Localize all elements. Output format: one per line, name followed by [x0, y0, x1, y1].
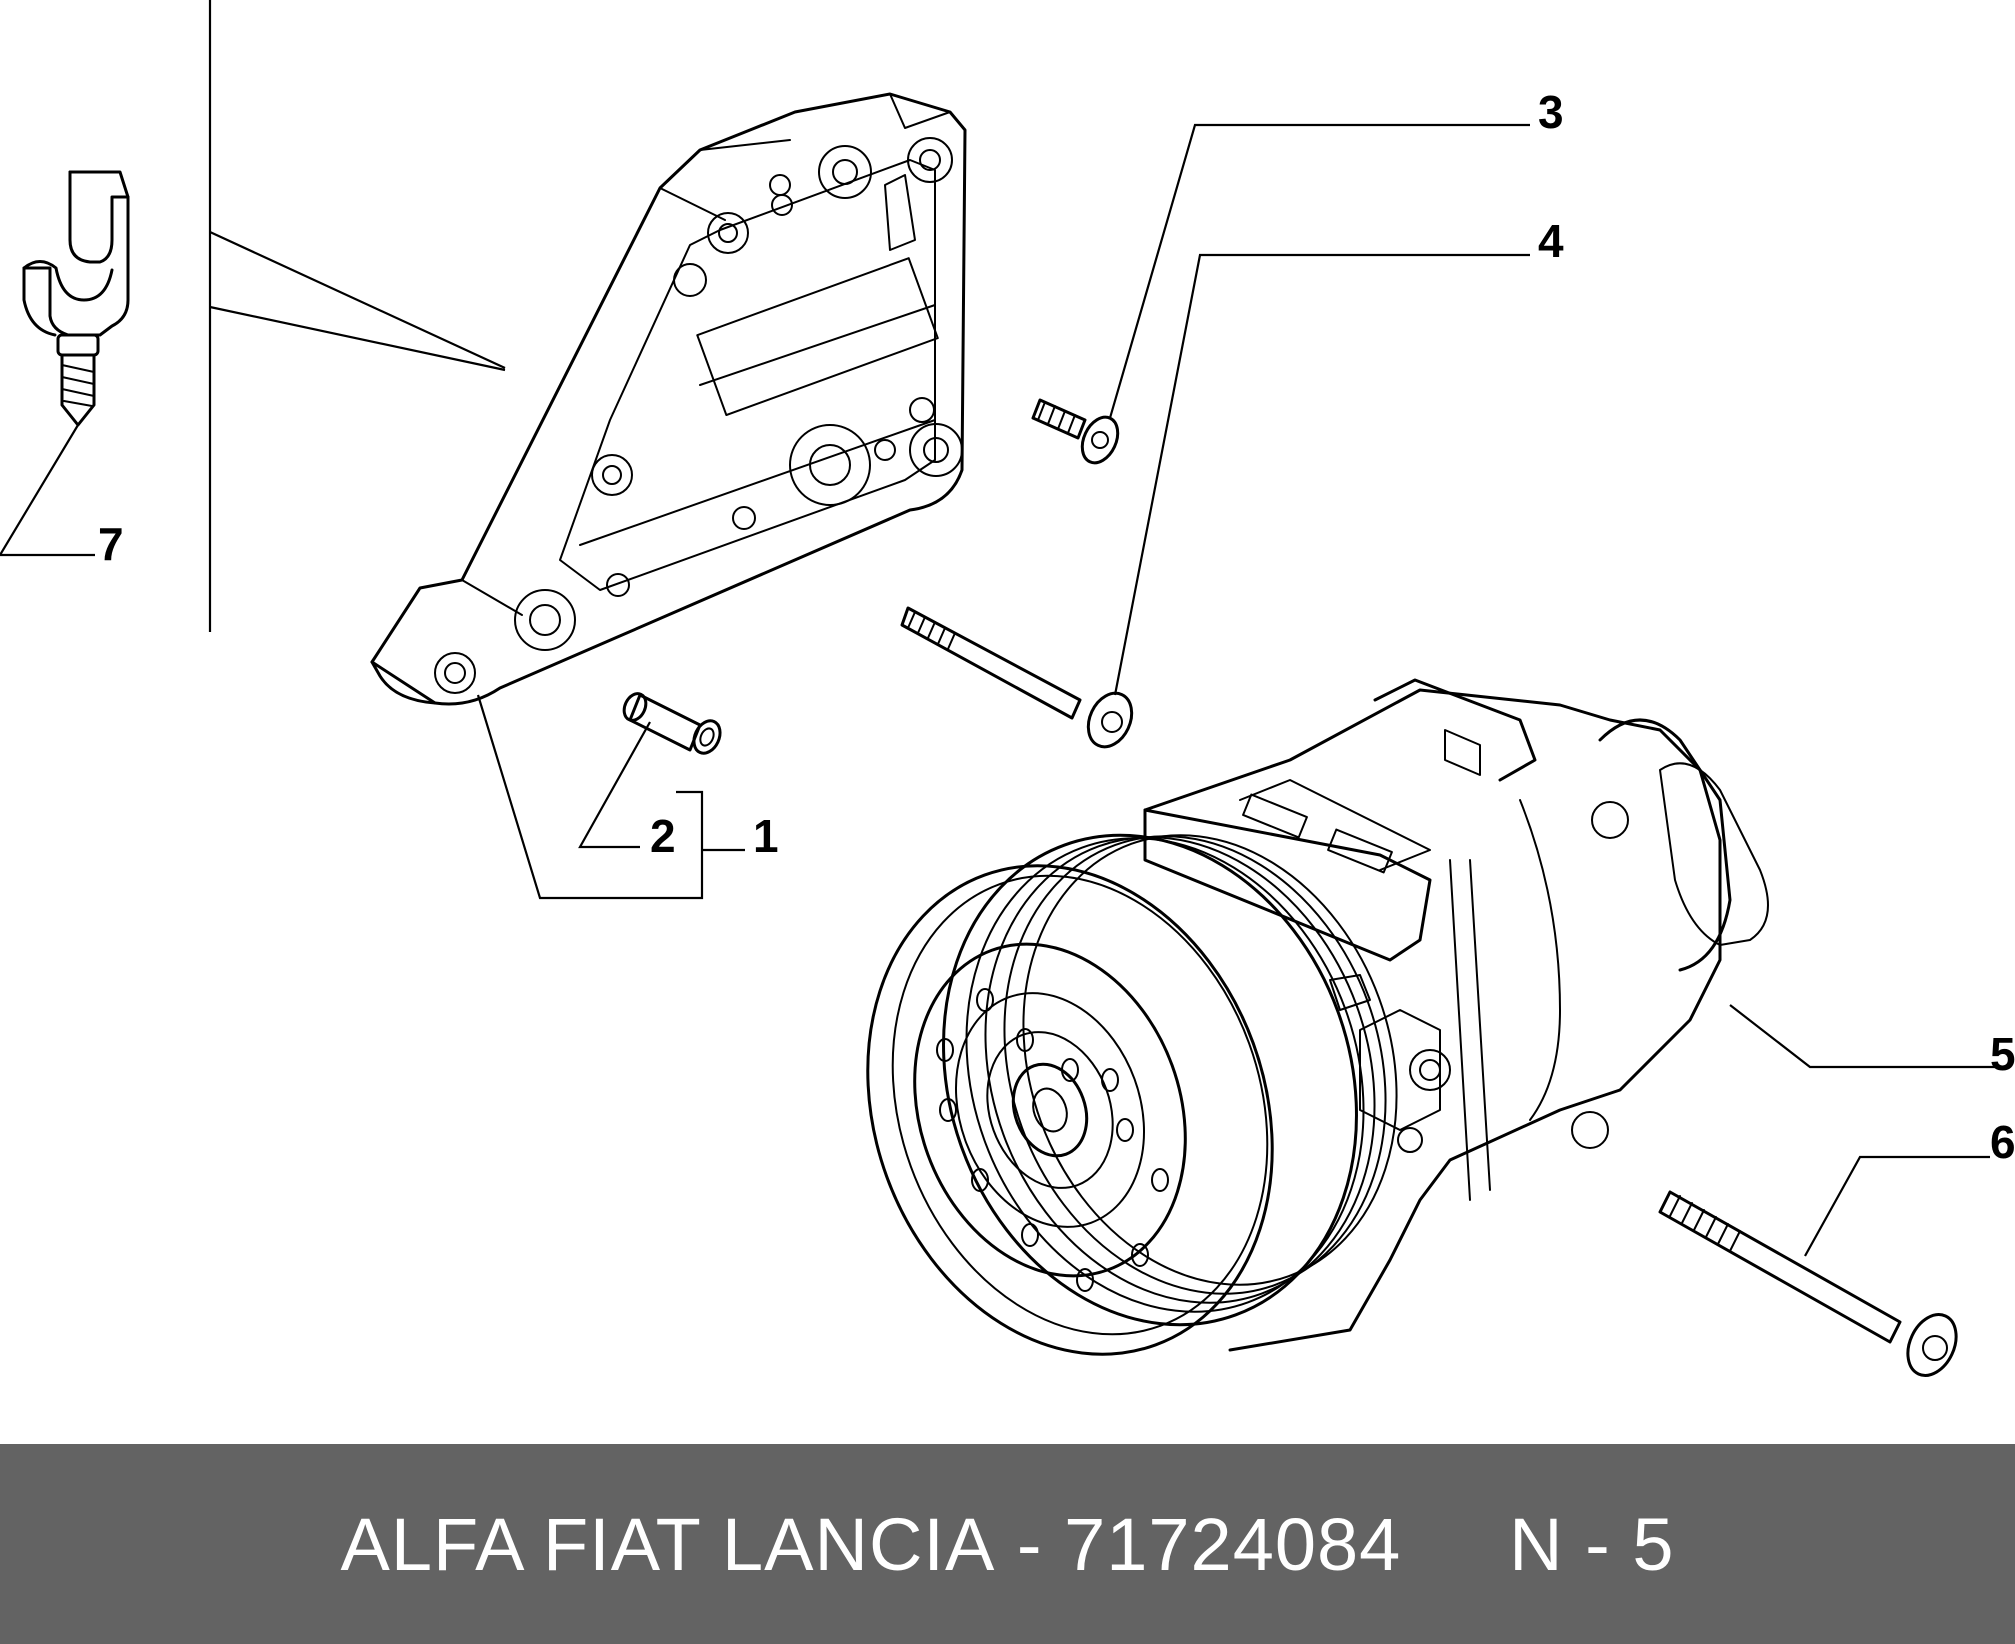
- callout-7: 7: [98, 518, 124, 570]
- callout-4: 4: [1538, 215, 1564, 267]
- callout-5: 5: [1990, 1028, 2015, 1080]
- short-bolt-part-3: [1031, 398, 1120, 465]
- footer-part-number: 71724084: [1064, 1502, 1402, 1586]
- callout-2: 2: [650, 810, 676, 862]
- footer-bar: ALFA FIAT LANCIA - 71724084 N - 5: [0, 1444, 2015, 1644]
- callout-3: 3: [1538, 86, 1564, 138]
- footer-separator: -: [995, 1502, 1065, 1586]
- long-bolt-part-4: [900, 606, 1134, 749]
- bushing-part-2: [622, 692, 722, 755]
- mounting-bracket-part-1: [370, 92, 967, 706]
- ac-compressor-part-5: [866, 678, 1769, 1356]
- callout-6: 6: [1990, 1116, 2015, 1168]
- footer-brand: ALFA FIAT LANCIA: [340, 1502, 996, 1586]
- callout-1: 1: [753, 810, 779, 862]
- hose-clip-part-7: [22, 170, 130, 427]
- parts-diagram: 7 1 2 3 4 5 6: [0, 0, 2015, 1377]
- long-bolt-part-6: [1658, 1190, 1958, 1377]
- clutch-holes: [936, 988, 1169, 1292]
- leader-lines: [0, 123, 1995, 1257]
- leader-bracket-left: [208, 0, 506, 632]
- footer-gap: [1401, 1502, 1509, 1587]
- footer-position-code: N - 5: [1509, 1502, 1675, 1586]
